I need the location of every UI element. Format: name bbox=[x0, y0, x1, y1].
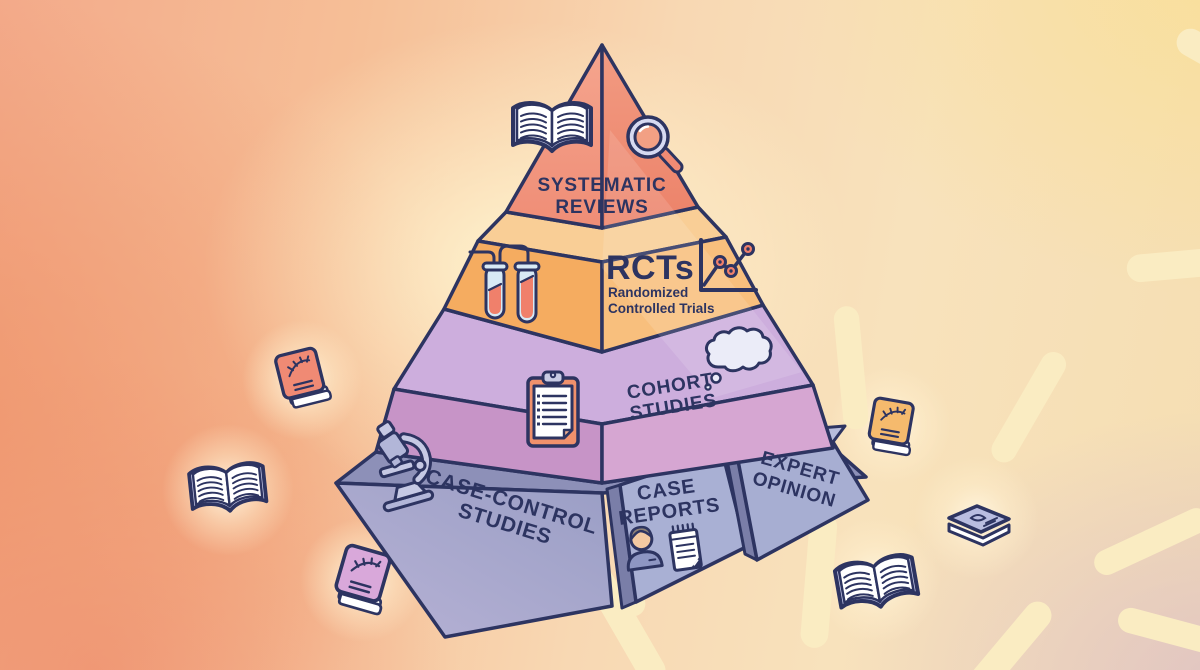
notepad-icon bbox=[668, 522, 703, 572]
cohort-right-face bbox=[600, 383, 835, 485]
systematic-reviews-label-line2: REVIEWS bbox=[555, 197, 648, 218]
line-chart-icon bbox=[699, 238, 758, 292]
rcts-sublabel-line2: Controlled Trials bbox=[608, 301, 715, 316]
magnifying-glass-icon bbox=[626, 115, 684, 174]
rcts-sublabel-line1: Randomized bbox=[608, 285, 688, 300]
person-icon bbox=[626, 525, 664, 572]
sparkle-rays bbox=[386, 618, 1200, 670]
clipboard-icon bbox=[526, 370, 580, 448]
microscope-icon bbox=[376, 420, 435, 513]
decorative-books bbox=[162, 0, 1200, 670]
level-cohort-studies bbox=[374, 303, 835, 485]
thought-cloud-icon bbox=[704, 326, 773, 391]
rcts-label: RCTs bbox=[606, 249, 694, 287]
systematic-reviews-label-line1: SYSTEMATIC bbox=[537, 175, 666, 196]
case-control-face bbox=[334, 481, 614, 639]
test-tubes-icon bbox=[468, 244, 541, 324]
